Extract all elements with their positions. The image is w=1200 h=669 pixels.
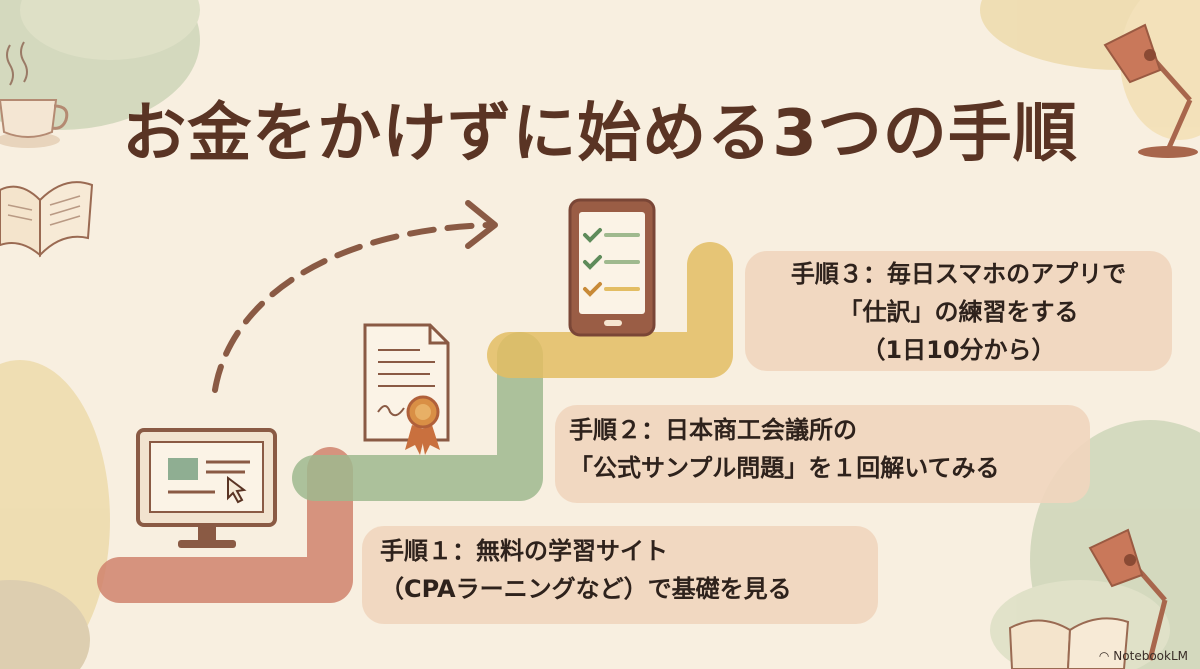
computer-monitor-icon bbox=[136, 428, 277, 548]
open-book-icon-2 bbox=[1008, 617, 1130, 669]
page-title: お金をかけずに始める3つの手順 bbox=[122, 97, 1078, 171]
step-2-box: 手順２：日本商工会議所の 「公式サンプル問題」を１回解いてみる bbox=[555, 405, 1090, 503]
staircase-path bbox=[97, 242, 733, 603]
open-book-icon bbox=[0, 181, 94, 258]
desk-lamp-icon bbox=[1103, 23, 1198, 158]
step-2-line-2: 「公式サンプル問題」を１回解いてみる bbox=[569, 454, 1000, 482]
path-segment-red bbox=[97, 447, 353, 603]
step-1-line-1: 手順１：無料の学習サイト bbox=[380, 537, 668, 565]
desk-lamp-icon-2 bbox=[1088, 528, 1168, 661]
step-3-line-2: 「仕訳」の練習をする bbox=[838, 298, 1079, 326]
step-3-line-1: 手順３：毎日スマホのアプリで bbox=[790, 260, 1127, 288]
certificate-icon bbox=[363, 323, 450, 455]
watermark-label: NotebookLM bbox=[1113, 649, 1188, 663]
step-3-box: 手順３：毎日スマホのアプリで 「仕訳」の練習をする （1日10分から） bbox=[745, 251, 1172, 371]
coffee-cup-icon bbox=[0, 41, 69, 148]
step-1-line-2: （CPAラーニングなど）で基礎を見る bbox=[380, 575, 792, 603]
step-2-line-1: 手順２：日本商工会議所の bbox=[569, 416, 857, 444]
path-segment-yellow bbox=[487, 242, 733, 378]
dashed-arrow-icon bbox=[212, 200, 498, 393]
smartphone-checklist-icon bbox=[568, 198, 656, 337]
notebooklm-watermark: ◠ NotebookLM bbox=[1099, 649, 1188, 663]
step-3-line-3: （1日10分から） bbox=[861, 336, 1056, 364]
path-segment-green bbox=[292, 332, 543, 501]
notebooklm-logo-icon: ◠ bbox=[1098, 649, 1110, 663]
step-1-box: 手順１：無料の学習サイト （CPAラーニングなど）で基礎を見る bbox=[362, 526, 878, 624]
